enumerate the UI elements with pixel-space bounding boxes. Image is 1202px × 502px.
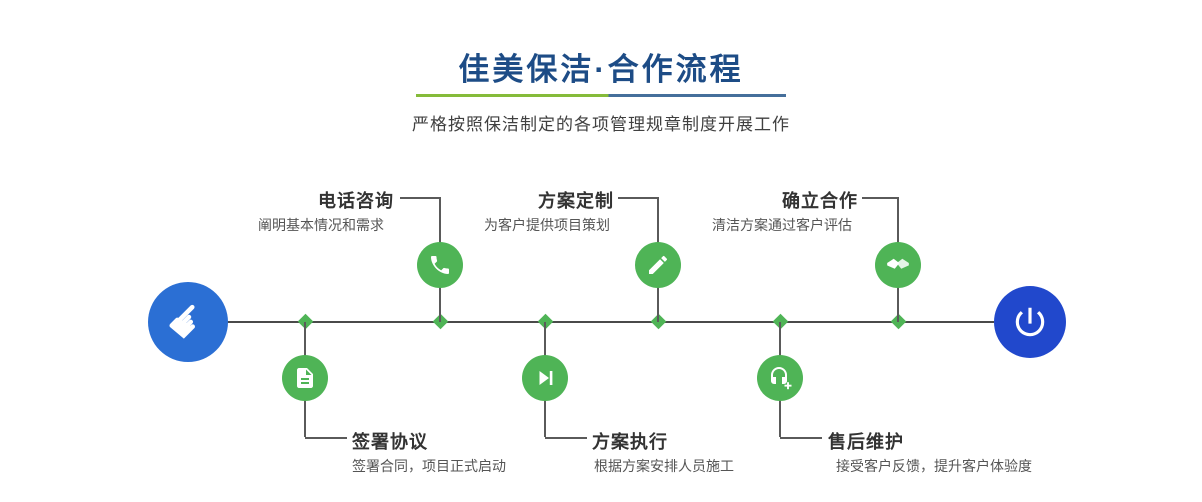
handshake-icon: [887, 258, 909, 269]
connector: [897, 286, 899, 322]
connector: [780, 437, 822, 439]
connector: [897, 197, 899, 244]
connector: [544, 399, 546, 437]
step-circle-agreement: [282, 355, 328, 401]
connector: [304, 322, 306, 356]
timeline-line: [226, 321, 994, 323]
power-icon: [1015, 307, 1045, 337]
step-title: 方案执行: [592, 432, 668, 452]
step-desc: 为客户提供项目策划: [484, 217, 610, 233]
hand-pointer-icon: ☛: [155, 289, 220, 354]
play-icon: [539, 371, 553, 385]
connector: [545, 437, 587, 439]
step-title: 签署协议: [352, 432, 428, 452]
headset-icon: [771, 367, 792, 390]
step-circle-phone: [417, 242, 463, 288]
step-desc: 签署合同，项目正式启动: [352, 458, 506, 474]
connector: [657, 197, 659, 244]
connector: [862, 197, 899, 199]
timeline-end-circle: [994, 286, 1066, 358]
connector: [779, 322, 781, 356]
step-title: 方案定制: [538, 191, 614, 211]
connector: [305, 437, 347, 439]
connector: [439, 197, 441, 244]
page-title: 佳美保洁·合作流程: [458, 52, 744, 87]
step-desc: 接受客户反馈，提升客户体验度: [836, 458, 1032, 474]
step-desc: 根据方案安排人员施工: [594, 458, 734, 474]
pen-icon: [649, 255, 668, 274]
connector: [304, 399, 306, 437]
step-circle-cooperation: [875, 242, 921, 288]
connector: [618, 197, 659, 199]
connector: [657, 286, 659, 322]
step-title: 确立合作: [782, 191, 858, 211]
connector: [439, 286, 441, 322]
contract-icon: [297, 368, 313, 388]
step-circle-execution: [522, 355, 568, 401]
connector: [400, 197, 441, 199]
step-title: 售后维护: [828, 432, 904, 452]
step-title: 电话咨询: [318, 191, 394, 211]
step-desc: 阐明基本情况和需求: [258, 217, 384, 233]
title-divider: [416, 94, 786, 97]
connector: [779, 399, 781, 437]
step-circle-plan: [635, 242, 681, 288]
timeline-start-circle: ☛: [148, 282, 228, 362]
step-circle-aftersales: [757, 355, 803, 401]
connector: [544, 322, 546, 356]
step-desc: 清洁方案通过客户评估: [712, 217, 852, 233]
page-subtitle: 严格按照保洁制定的各项管理规章制度开展工作: [412, 115, 790, 134]
phone-icon: [431, 256, 449, 274]
